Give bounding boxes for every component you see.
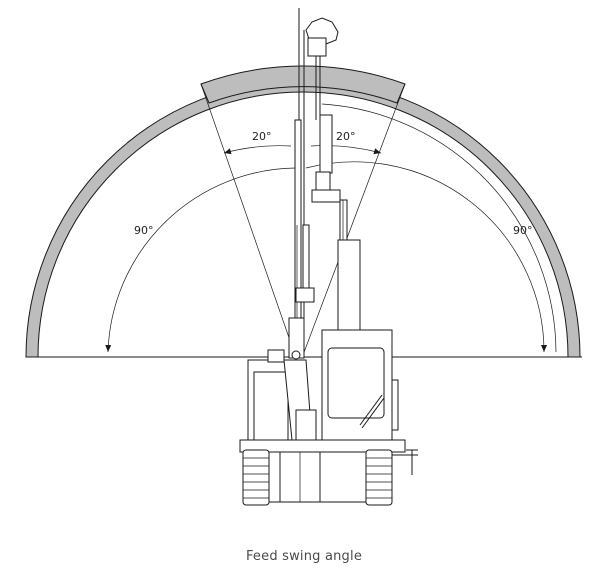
top-sector-band: [200, 65, 406, 104]
left-inner-angle-label: 20°: [252, 130, 272, 143]
right-20-sector-line: [302, 83, 406, 356]
right-outer-angle-label: 90°: [513, 224, 533, 237]
right-outer-arc: [321, 103, 557, 353]
left-outer-angle-label: 90°: [134, 224, 154, 237]
left-90-arc: [105, 167, 297, 353]
left-20-sector-line: [200, 83, 296, 356]
drilling-rig-drawing: [239, 8, 418, 506]
right-inner-angle-label: 20°: [336, 130, 356, 143]
swing-clearance-band: [25, 79, 581, 358]
left-20-arc: [223, 145, 292, 155]
diagram-caption: Feed swing angle: [245, 549, 363, 564]
right-20-arc: [310, 145, 382, 155]
right-90-arc: [305, 161, 547, 353]
